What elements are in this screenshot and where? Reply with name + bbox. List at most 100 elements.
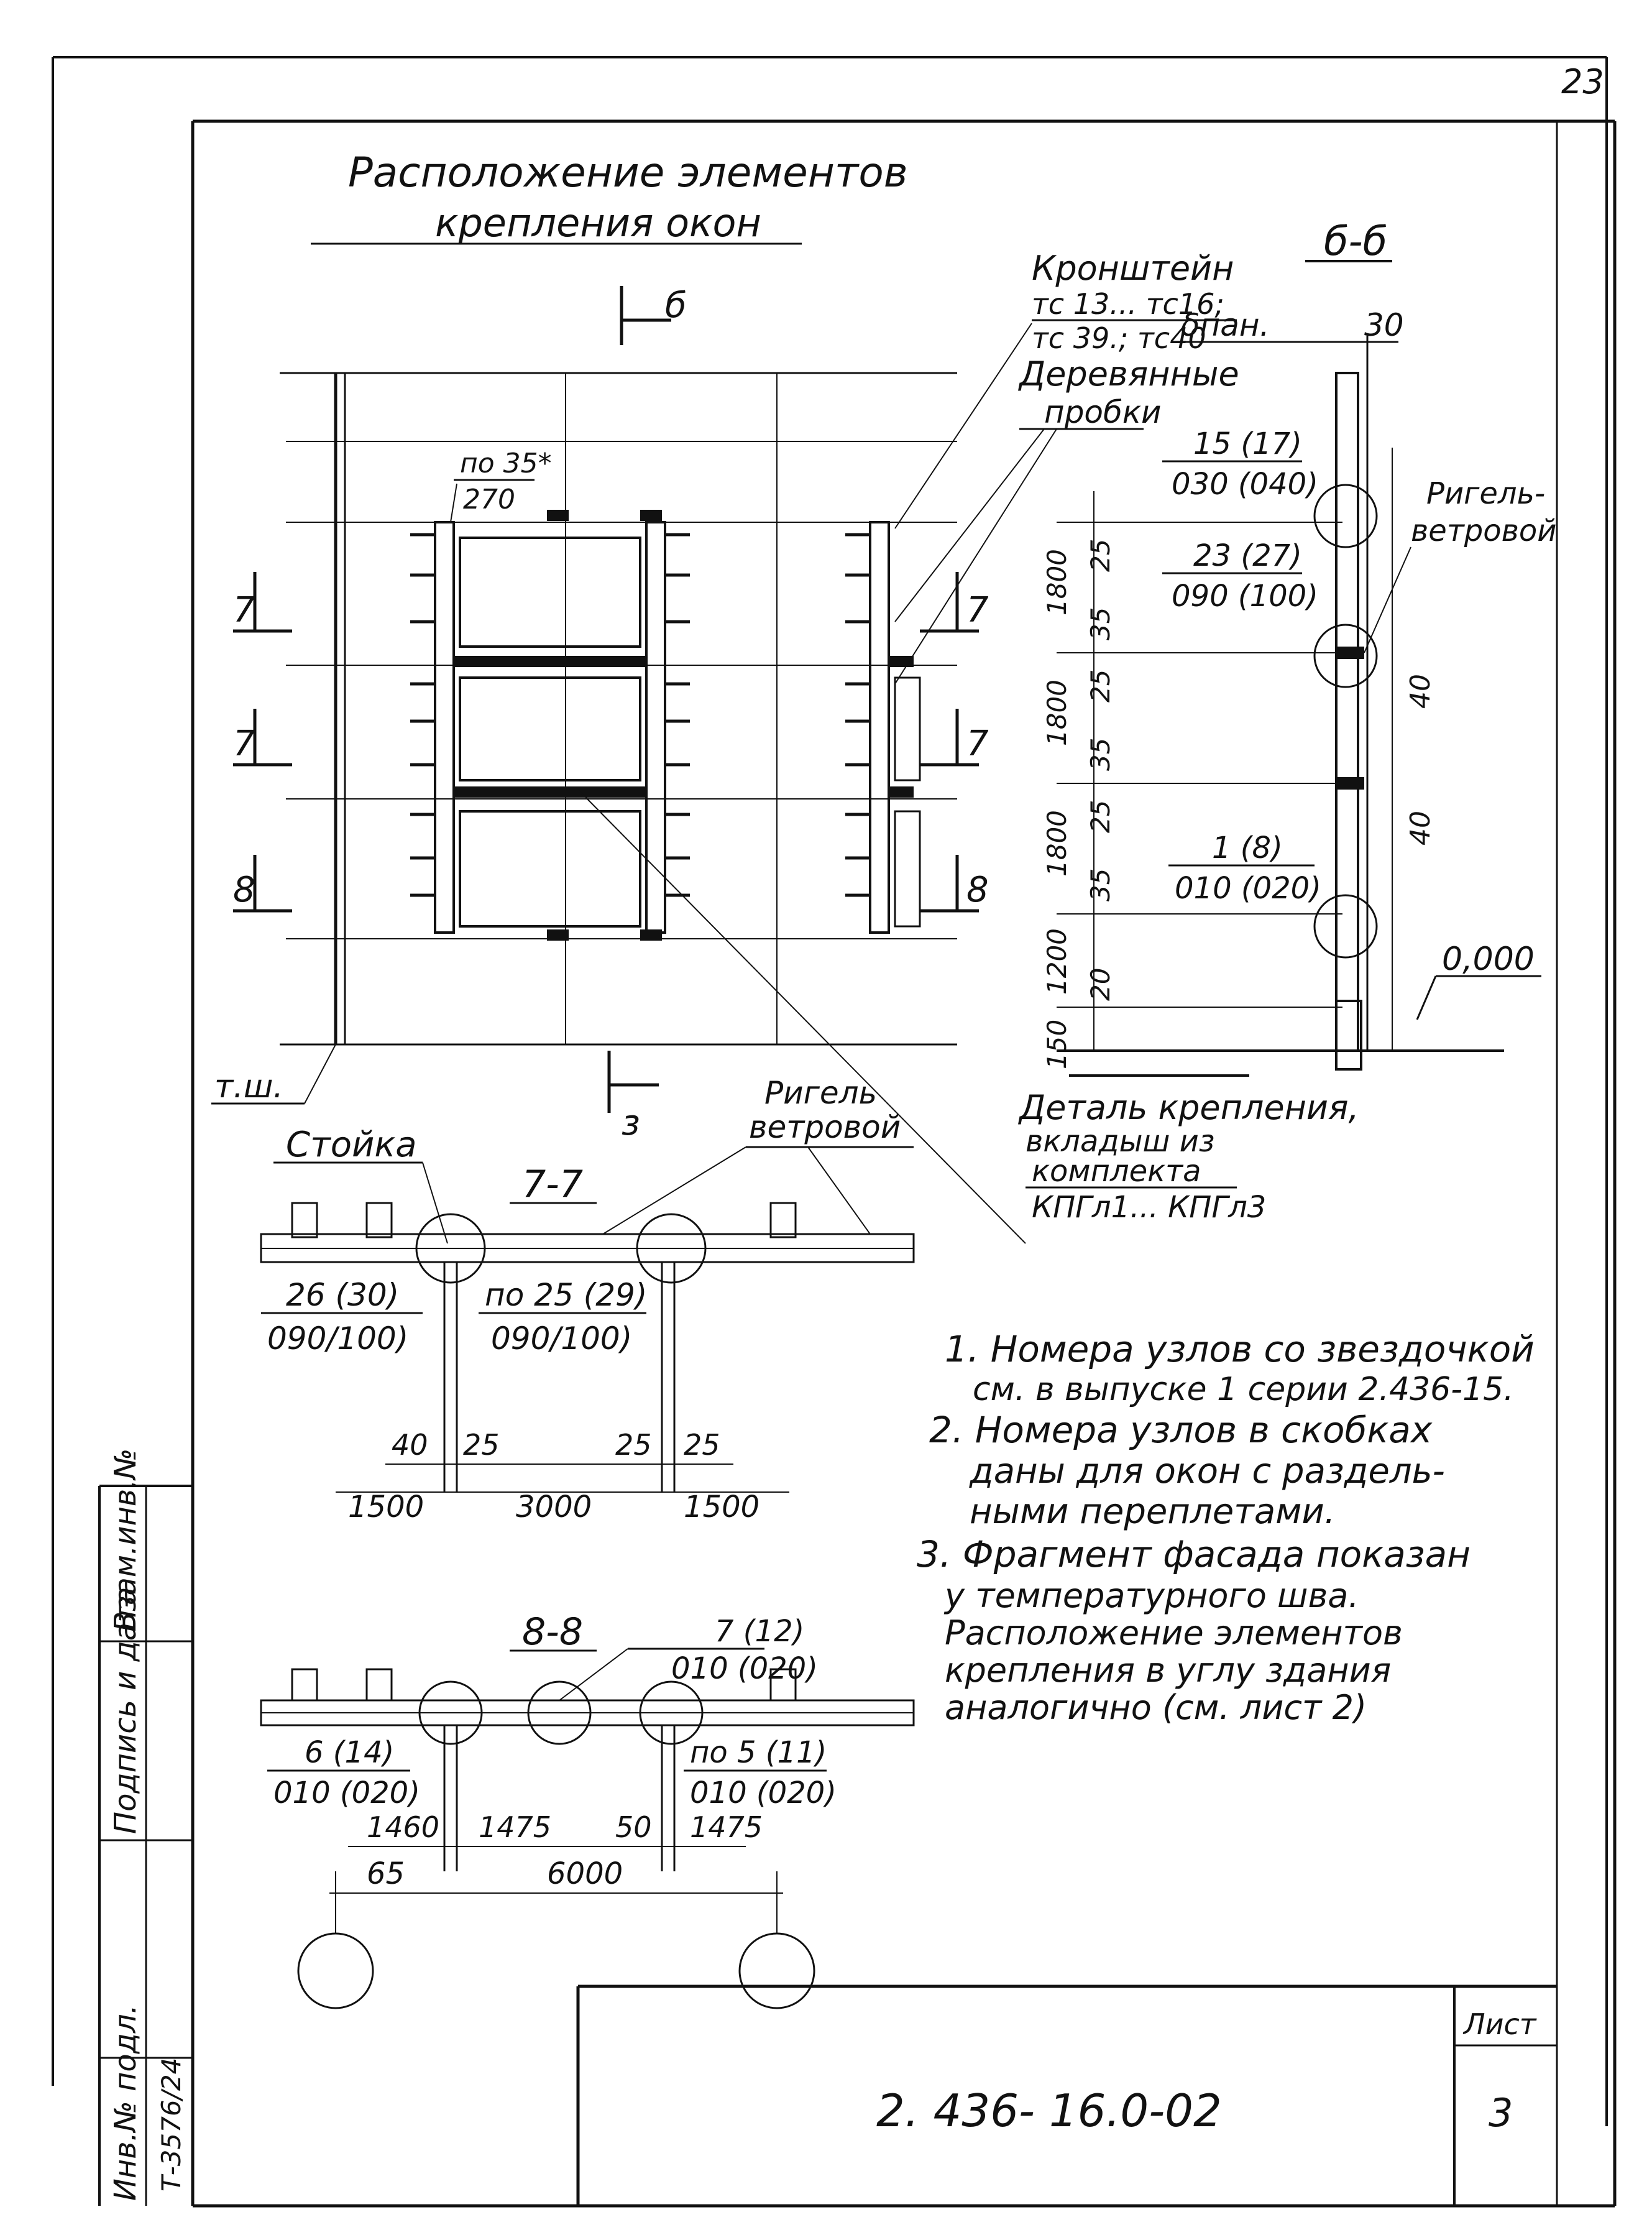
section-66-elev: 0,000 [1442, 941, 1535, 978]
note-line-4: даны для окон с раздель- [969, 1451, 1445, 1491]
s66-dim-2: 25 [1085, 539, 1116, 572]
label-ledger-77-2: ветровой [749, 1109, 901, 1145]
label-joint: т.ш. [214, 1068, 283, 1105]
s66-dim-8: 25 [1085, 800, 1116, 833]
s66-dim-4: 1800 [1042, 680, 1072, 746]
section-66-ledger-2: ветровой [1411, 514, 1556, 548]
facade-section-left-2: 7 [233, 724, 255, 764]
label-detail-4: КПГл1... КПГл3 [1032, 1190, 1266, 1225]
s88-dim-main-1: 65 [367, 1856, 405, 1891]
facade-section-right-3: 8 [966, 870, 989, 910]
title-block: 2. 436- 16.0-02 Лист 3 [576, 1984, 1557, 2206]
s77-node-left-den: 090/100) [267, 1320, 408, 1357]
label-plugs-1: Деревянные [1018, 354, 1239, 394]
doc-code: 2. 436- 16.0-02 [876, 2085, 1222, 2137]
label-detail-2: вкладыш из [1026, 1124, 1214, 1159]
section-66-vertical-dims: 1800 25 35 1800 25 35 1800 25 35 1200 20… [1042, 539, 1116, 1069]
s88-node-top-den: 010 (020) [671, 1651, 818, 1686]
label-post: Стойка [286, 1125, 417, 1165]
s88-dim-small-2: 1475 [479, 1810, 551, 1844]
s77-node-left-num: 26 (30) [286, 1277, 399, 1313]
s66-dim-9: 35 [1085, 869, 1116, 901]
facade-node-num: по 35* [460, 448, 552, 479]
notes: 1. Номера узлов со звездочкой см. в выпу… [917, 1328, 1535, 1727]
section-77: 7-7 Стойка Ригель ветровой 26 (30) 090/1… [260, 1075, 915, 1524]
section-66-node1-den: 030 (040) [1172, 467, 1318, 502]
s88-node-top-num: 7 (12) [715, 1614, 804, 1649]
note-line-2: см. в выпуске 1 серии 2.436-15. [973, 1371, 1514, 1408]
s88-node-right-num: по 5 (11) [690, 1735, 827, 1770]
facade-section-left-1: 7 [233, 590, 255, 630]
s66-dim-3: 35 [1085, 607, 1116, 640]
sheet-number: 3 [1489, 2090, 1513, 2136]
s66-dim-6: 35 [1085, 738, 1116, 771]
section-77-title: 7-7 [522, 1163, 583, 1206]
s66-dim-1: 1800 [1042, 549, 1072, 615]
facade-section-top: б [665, 285, 687, 326]
s77-node-mid-den: 090/100) [491, 1320, 632, 1357]
label-bracket-1: Кронштейн [1032, 249, 1234, 288]
s88-dim-main-2: 6000 [547, 1856, 623, 1891]
drawing-title-line1: Расположение элементов [348, 149, 908, 196]
label-detail-1: Деталь крепления, [1018, 1088, 1359, 1127]
s77-dim-small-2: 25 [463, 1428, 500, 1462]
section-66: б-б δпан. 30 15 (17) 030 (040) 23 (27) 0… [1042, 219, 1556, 1077]
section-66-node3-num: 1 (8) [1212, 831, 1283, 865]
sheet-frame [52, 56, 1617, 2208]
stamp-inv-value: Т-3576/24 [156, 2058, 186, 2192]
label-bracket-3: тс 39.; тс40 [1032, 321, 1206, 355]
section-66-node3-den: 010 (020) [1175, 871, 1321, 906]
detail-label: Деталь крепления, вкладыш из комплекта К… [1018, 1088, 1359, 1225]
section-66-node2-den: 090 (100) [1172, 579, 1318, 614]
section-66-dim-top: 30 [1364, 307, 1404, 343]
page-number: 23 [1561, 62, 1604, 101]
s77-dim-main-3: 1500 [684, 1490, 759, 1524]
drawing-title-line2: крепления окон [435, 200, 761, 246]
note-line-8: Расположение элементов [945, 1613, 1403, 1652]
stamp-inv-no: Инв.№ подл. [108, 2004, 143, 2201]
s66-dim-5: 25 [1085, 670, 1116, 703]
section-66-title: б-б [1324, 219, 1387, 265]
s77-dim-main-2: 3000 [516, 1490, 592, 1524]
section-66-node2-num: 23 (27) [1193, 538, 1302, 573]
s77-dim-small-3: 25 [615, 1428, 652, 1462]
s88-dim-small-4: 1475 [690, 1810, 763, 1844]
s77-node-mid-num: по 25 (29) [485, 1277, 647, 1313]
section-66-panel-label: δпан. [1181, 307, 1270, 343]
note-line-9: крепления в углу здания [945, 1651, 1391, 1690]
s88-dim-small-1: 1460 [367, 1810, 439, 1844]
section-66-dim-right-1: 40 [1405, 674, 1436, 709]
s88-dim-small-3: 50 [615, 1810, 652, 1844]
s66-dim-12: 150 [1042, 1020, 1072, 1069]
section-66-node1-num: 15 (17) [1193, 426, 1302, 461]
label-ledger-77-1: Ригель [764, 1075, 877, 1111]
note-line-6: 3. Фрагмент фасада показан [917, 1533, 1471, 1575]
side-stamp: Взам.инв.№ Подпись и дата Инв.№ подл. Т-… [98, 1449, 193, 2206]
facade-fragment: б з 7 7 8 7 7 8 по 35* 270 Кронштейн тс … [211, 249, 1239, 1244]
s77-dim-small-1: 40 [392, 1428, 428, 1462]
s77-dim-small-4: 25 [684, 1428, 720, 1462]
label-bracket-2: тс 13... тс16; [1032, 287, 1224, 321]
facade-section-left-3: 8 [233, 870, 255, 910]
section-88-title: 8-8 [522, 1610, 583, 1654]
note-line-7: у температурного шва. [943, 1576, 1359, 1615]
facade-section-bottom: з [622, 1103, 640, 1143]
sheet-label: Лист [1462, 2007, 1537, 2041]
s88-node-left-num: 6 (14) [305, 1735, 394, 1770]
note-line-5: ными переплетами. [970, 1491, 1336, 1532]
stamp-sign-date: Подпись и дата [108, 1587, 143, 1834]
label-detail-3: комплекта [1032, 1154, 1201, 1189]
facade-node-den: 270 [463, 484, 515, 515]
note-line-3: 2. Номера узлов в скобках [929, 1409, 1433, 1451]
s77-dim-main-1: 1500 [348, 1490, 424, 1524]
s66-dim-7: 1800 [1042, 810, 1072, 877]
stamp-replace-inv: Взам.инв.№ [108, 1449, 143, 1632]
note-line-1: 1. Номера узлов со звездочкой [945, 1328, 1535, 1370]
s88-node-left-den: 010 (020) [273, 1776, 420, 1810]
label-plugs-2: пробки [1044, 394, 1162, 430]
note-line-10: аналогично (см. лист 2) [945, 1688, 1367, 1727]
section-88: 8-8 7 (12) 010 (020) 6 (14) 010 (020) по… [260, 1610, 915, 2009]
section-66-dim-right-2: 40 [1405, 811, 1436, 846]
facade-section-right-1: 7 [966, 590, 989, 630]
